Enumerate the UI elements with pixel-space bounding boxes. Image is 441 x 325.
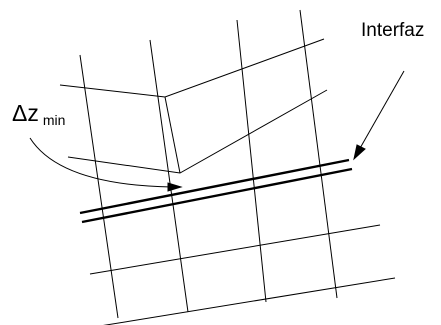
grid-line-kink xyxy=(164,96,181,174)
delta-z-arrowhead xyxy=(167,182,183,192)
grid-line-h3 xyxy=(89,224,381,275)
interface-arrow-shaft xyxy=(358,70,405,151)
grid-line-v2 xyxy=(149,39,189,313)
mesh-grid-vertical xyxy=(79,9,338,319)
delta-z-arrow xyxy=(29,137,183,192)
mesh-grid-horizontal xyxy=(59,38,396,325)
delta-z-subscript: min xyxy=(42,112,66,128)
interface-label: Interfaz xyxy=(361,20,425,41)
delta-z-symbol: Δz xyxy=(12,100,39,126)
grid-line-v4 xyxy=(299,9,338,299)
interface-arrow xyxy=(353,70,405,161)
interface-arrowhead xyxy=(353,144,366,161)
interface-line-upper xyxy=(79,158,350,215)
interface-double-line xyxy=(79,158,353,224)
grid-line-h4 xyxy=(103,277,396,325)
delta-z-arrow-curve xyxy=(29,137,173,188)
interface-line-lower xyxy=(81,167,353,224)
grid-line-v3 xyxy=(236,19,267,303)
grid-line-h2 xyxy=(67,89,328,174)
grid-line-v1 xyxy=(79,54,119,319)
grid-line-h1 xyxy=(59,38,325,98)
